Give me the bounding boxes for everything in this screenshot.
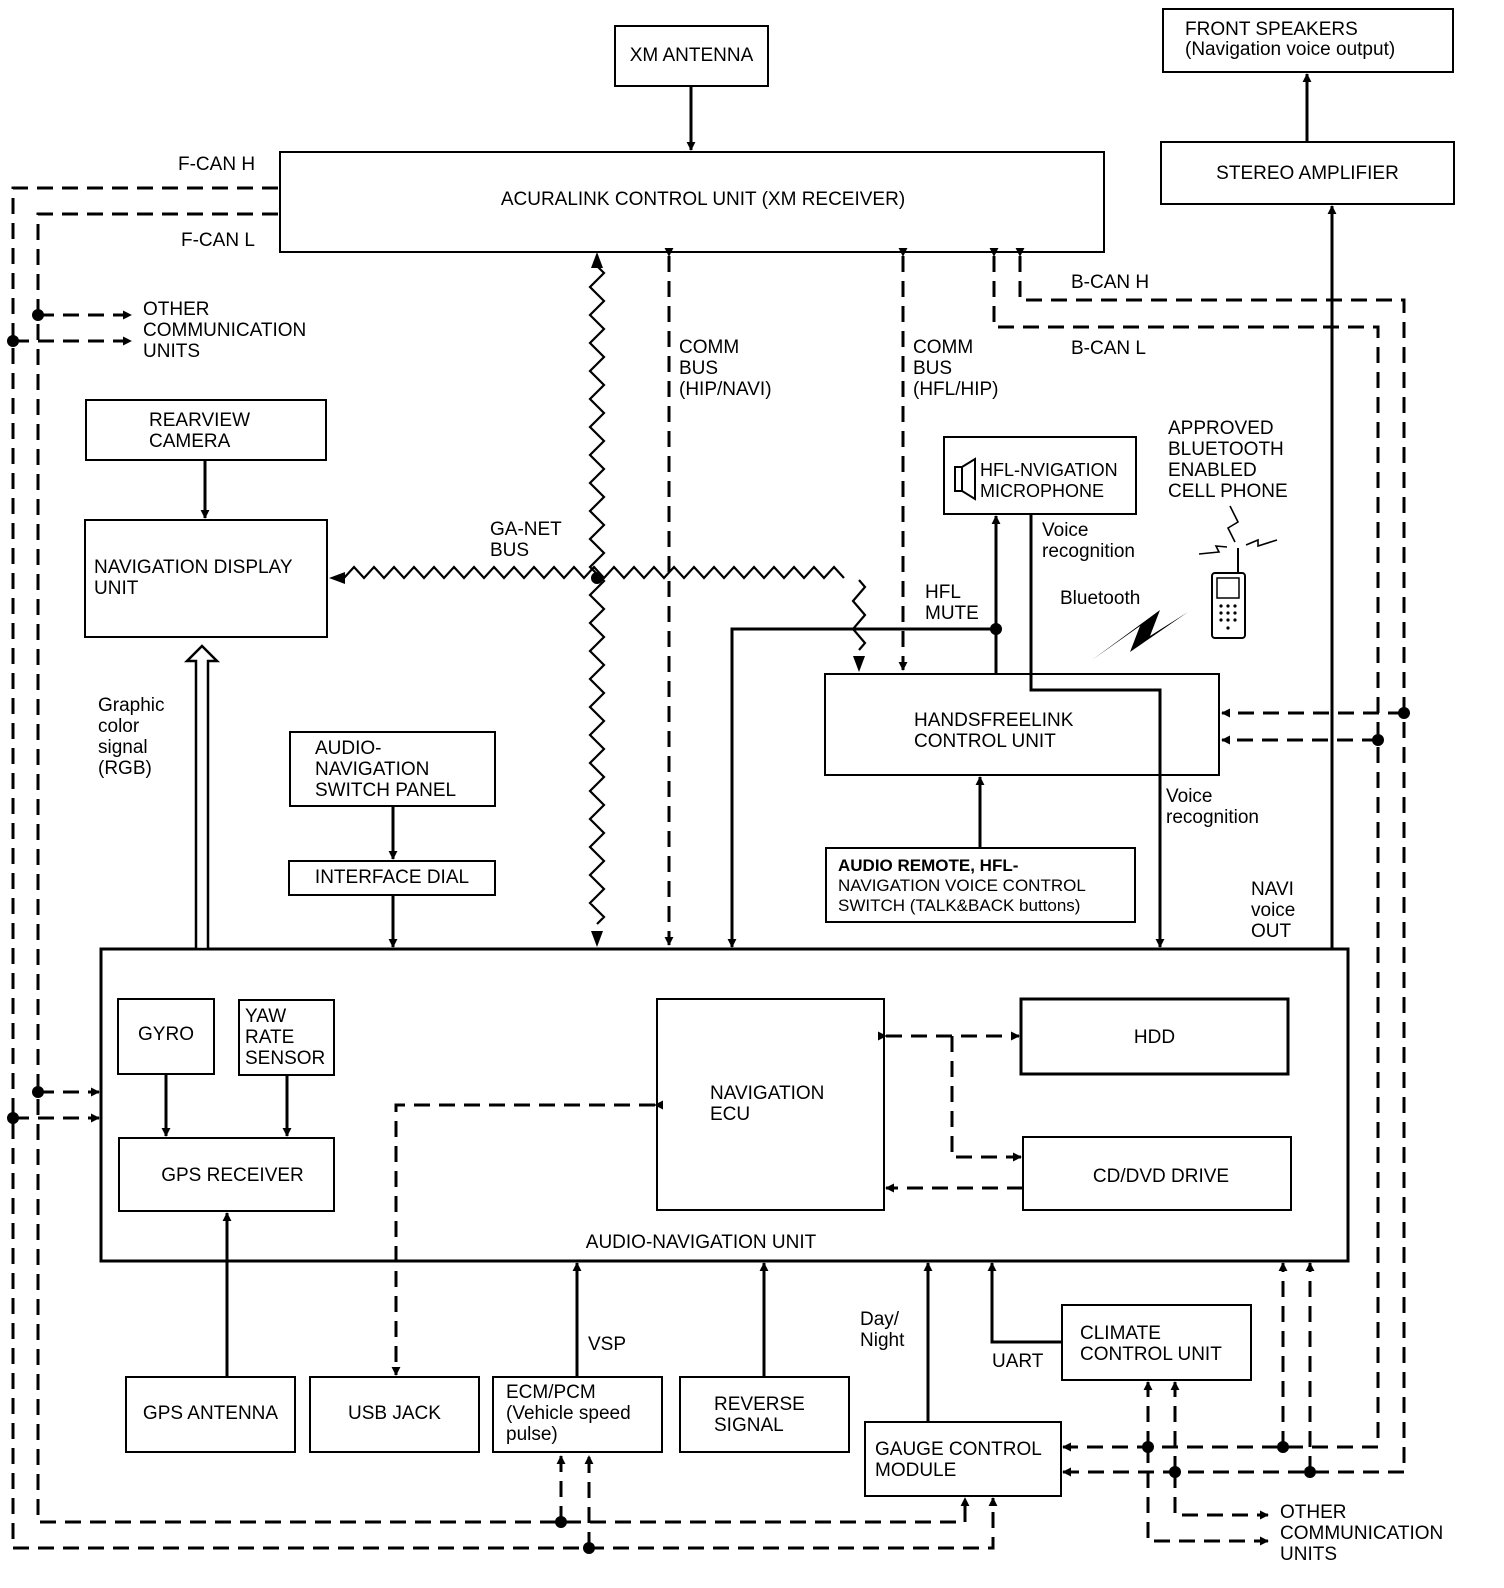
microphone-icon xyxy=(954,457,976,501)
climate-control-label: CLIMATE CONTROL UNIT xyxy=(1080,1323,1222,1365)
acuralink-box xyxy=(279,151,1105,253)
ecm-pcm-box xyxy=(492,1376,663,1453)
audio-remote-box xyxy=(825,847,1136,923)
b-can-l-line xyxy=(989,247,1380,1452)
f-can-junction xyxy=(555,1516,567,1528)
f-can-h-label: F-CAN H xyxy=(178,154,256,175)
b-can-l-label: B-CAN L xyxy=(1071,338,1146,359)
audio-navigation-unit-label: AUDIO-NAVIGATION UNIT xyxy=(585,1232,817,1253)
gauge-control-label: GAUGE CONTROL MODULE xyxy=(875,1439,1042,1481)
ga-net-left-arrowhead xyxy=(329,572,345,584)
voice-recognition-label: Voice recognition xyxy=(1042,520,1135,562)
f-can-l-label: F-CAN L xyxy=(181,230,255,251)
radio-wave-icon xyxy=(1198,505,1278,555)
hdd-label: HDD xyxy=(1133,1027,1176,1048)
navigation-display-box xyxy=(84,519,328,638)
cell-phone-icon xyxy=(1211,548,1246,639)
bluetooth-lightning-icon xyxy=(1092,610,1188,660)
voice-recognition-label: Voice recognition xyxy=(1166,786,1259,828)
audio-remote-label: AUDIO REMOTE, HFL-NAVIGATION VOICE CONTR… xyxy=(838,856,1086,915)
yaw-sensor-box xyxy=(238,999,335,1076)
cd-dvd-label: CD/DVD DRIVE xyxy=(1092,1166,1230,1187)
ecu-usb-line xyxy=(391,1100,664,1376)
b-can-junction xyxy=(1304,1466,1316,1478)
f-can-h-line xyxy=(11,186,998,1550)
b-can-junction xyxy=(1398,707,1410,719)
interface-dial-box xyxy=(288,860,496,896)
stereo-amplifier-label: STEREO AMPLIFIER xyxy=(1216,163,1399,184)
f-can-l-line xyxy=(36,212,970,1524)
other-communication-units-label: OTHER COMMUNICATION UNITS xyxy=(143,299,307,362)
graphic-signal-label: Graphic color signal (RGB) xyxy=(98,695,165,779)
f-can-junction xyxy=(32,309,44,321)
f-can-junction xyxy=(583,1542,595,1554)
rgb-signal-arrow xyxy=(183,644,221,951)
other-communication-units-label: OTHER COMMUNICATION UNITS xyxy=(1280,1502,1444,1565)
gps-receiver-label: GPS RECEIVER xyxy=(161,1165,304,1186)
ga-net-bus-label: GA-NET BUS xyxy=(490,519,562,561)
cell-phone-label: APPROVED BLUETOOTH ENABLED CELL PHONE xyxy=(1168,418,1288,502)
ecu-cd-line xyxy=(950,1036,1022,1162)
front-speakers-label: FRONT SPEAKERS (Navigation voice output) xyxy=(1185,19,1396,60)
comm-bus-hip-navi-label: COMM BUS (HIP/NAVI) xyxy=(679,337,772,400)
front-speakers-box xyxy=(1162,8,1454,73)
f-can-junction xyxy=(32,1086,44,1098)
ga-net-horizontal-bus xyxy=(343,565,845,580)
interface-dial-label: INTERFACE DIAL xyxy=(314,867,470,888)
ga-net-up-arrowhead xyxy=(591,252,603,268)
gps-receiver-box xyxy=(118,1137,335,1212)
gps-antenna-box xyxy=(125,1376,296,1453)
navigation-display-label: NAVIGATION DISPLAY UNIT xyxy=(94,557,293,599)
yaw-sensor-label: YAW RATE SENSOR xyxy=(245,1006,326,1069)
navi-voice-out-label: NAVI voice OUT xyxy=(1251,879,1296,942)
uart-label: UART xyxy=(992,1351,1044,1372)
vsp-label: VSP xyxy=(588,1334,627,1355)
uart-line xyxy=(987,1262,1062,1344)
hfl-microphone-label: HFL-NVIGATION MICROPHONE xyxy=(980,460,1118,501)
ga-net-vertical-bus xyxy=(588,265,606,925)
bluetooth-label: Bluetooth xyxy=(1060,588,1141,609)
stereo-amplifier-box xyxy=(1160,141,1455,205)
reverse-signal-label: REVERSE SIGNAL xyxy=(714,1394,805,1436)
gyro-label: GYRO xyxy=(138,1024,194,1045)
hfl-mute-label: HFL MUTE xyxy=(925,582,979,624)
b-can-junction xyxy=(1372,734,1384,746)
usb-jack-box xyxy=(309,1376,480,1453)
ecm-pcm-label: ECM/PCM (Vehicle speed pulse) xyxy=(506,1382,631,1445)
handsfreelink-label: HANDSFREELINK CONTROL UNIT xyxy=(914,710,1074,752)
b-can-h-label: B-CAN H xyxy=(1071,272,1150,293)
f-can-junction xyxy=(7,335,19,347)
ga-net-drop-arrowhead xyxy=(853,656,865,672)
rearview-camera-label: REARVIEW CAMERA xyxy=(149,410,251,452)
usb-jack-label: USB JACK xyxy=(348,1403,441,1424)
f-can-junction xyxy=(7,1112,19,1124)
navigation-ecu-label: NAVIGATION ECU xyxy=(710,1083,825,1125)
b-can-other-units-1 xyxy=(1173,1472,1269,1520)
acuralink-label: ACURALINK CONTROL UNIT (XM RECEIVER) xyxy=(500,189,906,210)
day-night-label: Day/ Night xyxy=(860,1309,905,1351)
gps-antenna-label: GPS ANTENNA xyxy=(142,1403,279,1424)
b-can-other-units-2 xyxy=(1146,1447,1269,1546)
comm-bus-hfl-hip-label: COMM BUS (HFL/HIP) xyxy=(913,337,999,400)
switch-panel-label: AUDIO- NAVIGATION SWITCH PANEL xyxy=(315,738,457,801)
ga-net-junction xyxy=(591,572,603,584)
ga-net-drop-bus xyxy=(851,579,867,651)
b-can-junction xyxy=(1277,1441,1289,1453)
xm-antenna-box xyxy=(614,25,769,87)
ga-net-down-arrowhead xyxy=(591,931,603,947)
xm-antenna-label: XM ANTENNA xyxy=(629,45,754,66)
hfl-mute-line xyxy=(727,627,996,948)
